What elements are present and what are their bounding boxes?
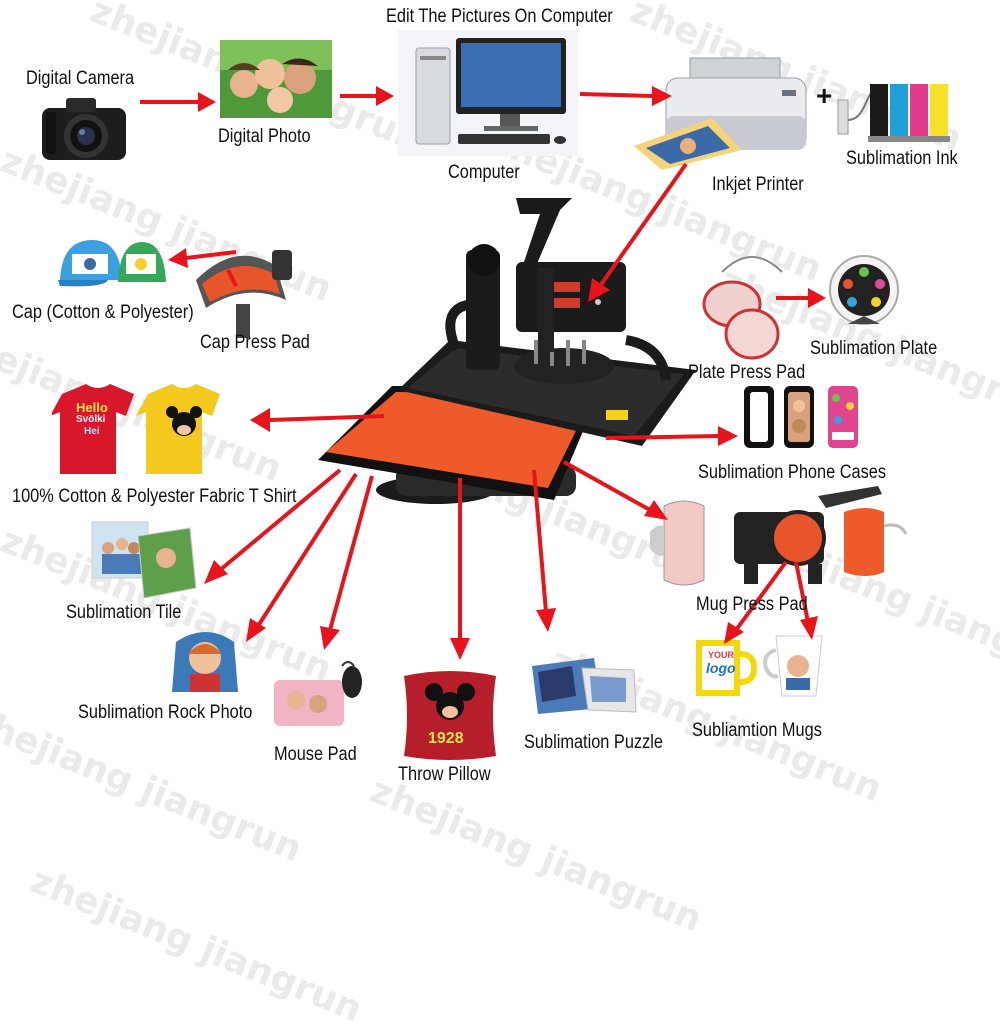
arrow-head (376, 86, 394, 106)
cap-icon (58, 240, 166, 287)
digital-camera-icon (42, 98, 126, 160)
computer-label: Computer (448, 162, 520, 183)
arrow (226, 269, 238, 287)
shirt-text-hei: Hei (84, 426, 100, 437)
mug-text-your: YOUR (708, 650, 735, 660)
arrow-head (718, 426, 738, 446)
mouse-pad-icon (274, 661, 362, 726)
sublimation-ink-label: Sublimation Ink (846, 148, 958, 169)
mug-text-logo: logo (706, 660, 736, 676)
arrow-head (536, 608, 556, 632)
arrow-head (808, 288, 826, 308)
arrow (734, 560, 788, 632)
sublimation-plate-label: Sublimation Plate (810, 338, 938, 359)
mugs-icon (696, 635, 823, 697)
arrow-head (198, 92, 216, 112)
sublimation-ink-icon (837, 84, 950, 142)
throw-pillow-icon (404, 671, 496, 760)
inkjet-printer-label: Inkjet Printer (712, 174, 804, 195)
arrow (605, 434, 721, 440)
sublimation-tile-icon (91, 521, 197, 599)
arrow (563, 460, 651, 512)
rock-photo-icon (172, 632, 238, 692)
arrow-head (246, 618, 266, 642)
arrow-head (320, 626, 340, 650)
arrow (269, 414, 385, 422)
plus-sign: + (816, 80, 833, 111)
puzzle-icon (532, 658, 637, 714)
arrow-head (250, 408, 270, 432)
sublimation-plate-icon (829, 255, 899, 325)
t-shirt-icon (52, 384, 220, 474)
arrow-head (204, 560, 228, 584)
arrow (532, 469, 548, 613)
digital-photo-label: Digital Photo (218, 126, 311, 147)
mug-press-pad-icon (650, 486, 908, 586)
arrow-head (644, 500, 668, 520)
rock-photo-label: Sublimation Rock Photo (78, 702, 253, 723)
arrow (218, 468, 342, 572)
shirt-text-hello: Hello (76, 400, 108, 415)
puzzle-label: Sublimation Puzzle (524, 732, 663, 753)
arrow (328, 475, 374, 631)
cap-press-pad-icon (196, 250, 292, 338)
throw-pillow-label: Throw Pillow (398, 764, 491, 785)
mouse-pad-label: Mouse Pad (274, 744, 357, 765)
arrow-head (168, 248, 188, 268)
mugs-label: Subliamtion Mugs (692, 720, 822, 741)
cap-press-pad-label: Cap Press Pad (200, 332, 310, 353)
arrow (794, 561, 810, 623)
pillow-text: 1928 (428, 730, 464, 747)
edit-pictures-label: Edit The Pictures On Computer (386, 6, 613, 27)
plate-press-pad-label: Plate Press Pad (688, 362, 806, 383)
plate-press-pad-icon (702, 256, 783, 360)
t-shirt-label: 100% Cotton & Polyester Fabric T Shirt (12, 486, 297, 507)
mug-press-pad-label: Mug Press Pad (696, 594, 808, 615)
arrow-head (652, 86, 672, 106)
arrow (185, 250, 237, 260)
arrow-head (588, 278, 610, 302)
digital-photo-icon (220, 40, 332, 118)
phone-cases-label: Sublimation Phone Cases (698, 462, 887, 483)
heat-press-machine-icon (318, 198, 696, 504)
shirt-text-svolki: Svölki (76, 414, 106, 425)
arrow (579, 92, 653, 98)
cap-label: Cap (Cotton & Polyester) (12, 302, 194, 323)
arrow-head (450, 638, 470, 660)
arrows-layer (140, 86, 826, 660)
phone-cases-icon (744, 386, 858, 448)
arrow-head (724, 622, 744, 644)
tile-label: Sublimation Tile (66, 602, 182, 623)
arrow (598, 162, 688, 288)
inkjet-printer-icon (634, 57, 807, 170)
digital-camera-label: Digital Camera (26, 68, 135, 89)
arrow (256, 472, 358, 628)
computer-icon (398, 30, 578, 156)
arrow-head (800, 616, 818, 640)
